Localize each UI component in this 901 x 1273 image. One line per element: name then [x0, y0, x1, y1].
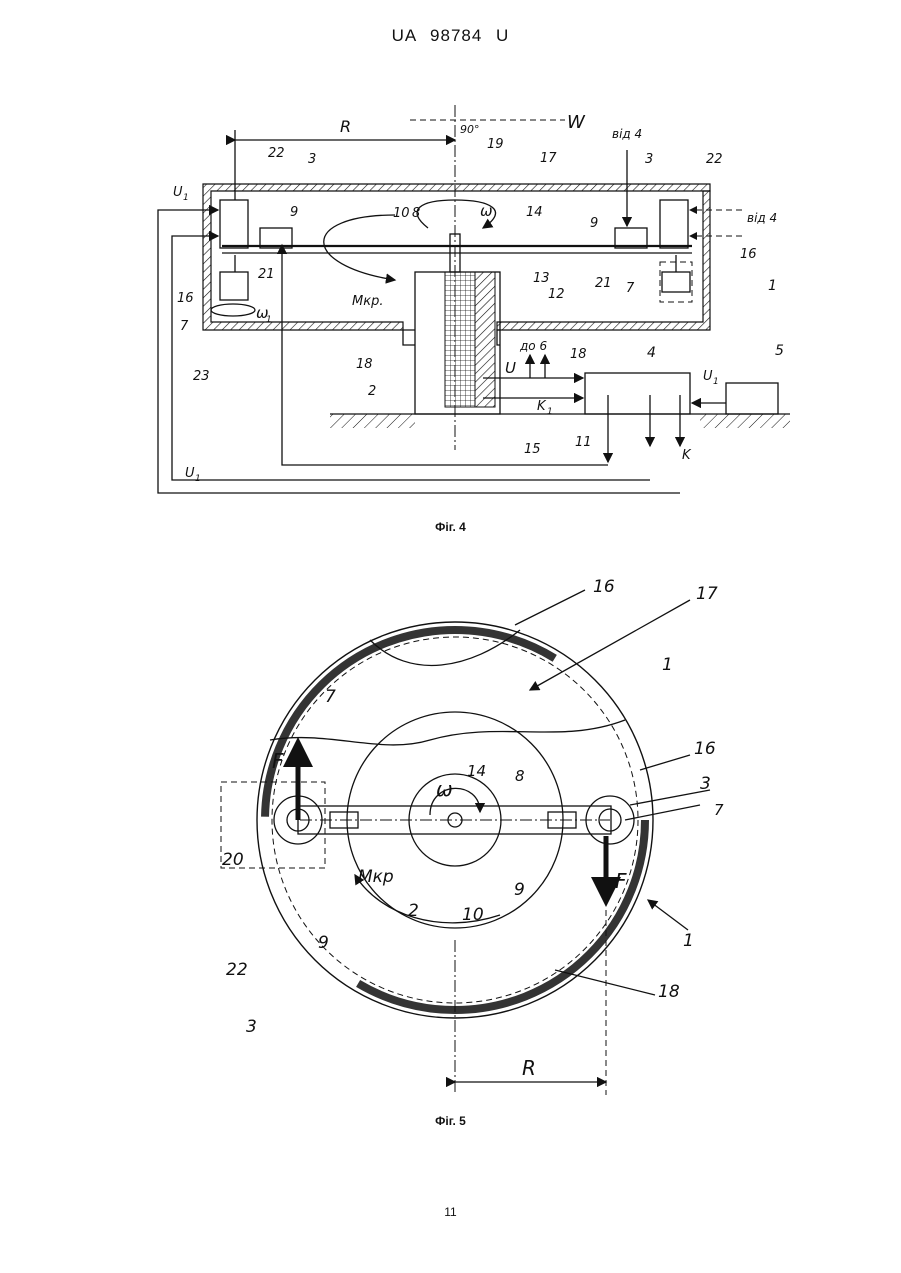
fig4-label-12: 12 — [548, 287, 565, 302]
fig4-label-W: W — [567, 112, 586, 133]
fig4-unit-7-right — [662, 272, 690, 292]
page-number: 11 — [0, 1205, 901, 1219]
fig4-box-5 — [726, 383, 778, 414]
fig4-omega1-ellipse — [211, 304, 255, 316]
fig4-flange-left — [403, 330, 415, 345]
fig4-label-8: 8 — [412, 206, 420, 221]
fig4-ground-hatch-right — [700, 414, 790, 428]
fig4-ground-hatch-left — [330, 414, 415, 428]
fig4-label-U1b: U — [703, 369, 713, 384]
fig4-label-2: 2 — [368, 384, 376, 399]
fig4-unit-3-left — [220, 200, 248, 248]
fig4-label-11: 11 — [575, 435, 592, 450]
fig4-label-22b: 22 — [706, 152, 723, 167]
fig5-leader-1b — [648, 900, 688, 930]
fig5-label-10: 10 — [462, 905, 484, 925]
fig4-label-U1a-sub: 1 — [183, 193, 189, 203]
fig5-label-3a: 3 — [700, 774, 711, 794]
fig4-label-R: R — [340, 117, 351, 136]
fig4-magnet-12 — [475, 272, 495, 407]
fig5-label-7a: 7 — [325, 687, 336, 707]
fig4-label-21b: 21 — [595, 276, 612, 291]
fig5-leader-3a — [630, 790, 710, 805]
fig4-drawing: R W 90° 19 17 22 22 3 3 9 9 10 8 ω 14 U … — [158, 105, 790, 493]
fig4-unit-3-right — [660, 200, 688, 248]
fig5-label-F-left: F — [272, 749, 284, 773]
fig4-label-vid4b: від 4 — [747, 211, 777, 225]
fig4-label-16a: 16 — [177, 291, 194, 306]
fig5-label-1a: 1 — [662, 655, 673, 675]
fig4-label-19: 19 — [487, 137, 504, 152]
fig4-label-17: 17 — [540, 151, 557, 166]
fig4-unit-7-left — [220, 272, 248, 300]
fig5-label-18: 18 — [658, 982, 680, 1002]
fig4-caption: Фіг. 4 — [0, 520, 901, 534]
fig4-label-U1c-sub: 1 — [195, 474, 201, 484]
fig4-label-16b: 16 — [740, 247, 757, 262]
fig4-label-K1: K — [537, 399, 547, 414]
fig4-label-vid4a: від 4 — [612, 127, 642, 141]
fig5-label-16a: 16 — [593, 577, 615, 597]
fig4-label-9a: 9 — [290, 205, 298, 220]
fig4-label-omega1-sub: 1 — [266, 315, 272, 325]
fig5-label-3b: 3 — [246, 1017, 257, 1037]
fig5-label-R: R — [522, 1056, 536, 1080]
fig5-label-F-right: F — [615, 869, 627, 893]
fig5-label-1b: 1 — [683, 931, 694, 951]
fig5-drawing: 16 17 1 7 16 F 14 ω 8 3 7 20 Мкр 2 10 9 … — [221, 577, 724, 1095]
fig5-label-22: 22 — [226, 960, 248, 980]
fig5-leader-7b — [625, 805, 700, 820]
fig5-label-8: 8 — [515, 767, 525, 785]
fig4-label-9b: 9 — [590, 216, 598, 231]
fig5-leader-16b — [640, 755, 690, 770]
fig4-label-3a: 3 — [308, 152, 316, 167]
fig4-label-18b: 18 — [570, 347, 587, 362]
fig5-label-Mkr: Мкр — [358, 867, 394, 887]
fig4-label-do6: до 6 — [519, 339, 547, 353]
fig4-label-22a: 22 — [268, 146, 285, 161]
fig5-label-omega: ω — [436, 777, 453, 801]
fig5-leader-16a — [515, 590, 585, 625]
fig4-label-U1b-sub: 1 — [713, 377, 719, 387]
fig4-label-10: 10 — [393, 206, 410, 221]
fig5-label-14: 14 — [467, 762, 486, 780]
fig5-label-16b: 16 — [694, 739, 716, 759]
fig4-box-4 — [585, 373, 690, 414]
fig4-label-7b: 7 — [626, 281, 635, 296]
fig4-label-K1-sub: 1 — [547, 407, 553, 417]
fig4-label-90: 90° — [460, 123, 480, 136]
fig4-label-13: 13 — [533, 271, 550, 286]
fig4-label-21a: 21 — [258, 267, 275, 282]
fig4-label-18a: 18 — [356, 357, 373, 372]
fig4-label-Mkr: Мкр. — [352, 294, 383, 309]
fig4-label-K: K — [682, 448, 692, 463]
fig4-Mkr-arrow — [324, 215, 395, 280]
fig4-label-15: 15 — [524, 442, 541, 457]
fig5-label-2: 2 — [408, 901, 419, 921]
fig4-coil-13 — [445, 272, 475, 407]
fig4-label-omega: ω — [480, 202, 493, 220]
fig5-caption: Фіг. 5 — [0, 1114, 901, 1128]
fig5-label-7b: 7 — [714, 801, 724, 819]
fig5-leader-18 — [555, 970, 655, 995]
fig4-label-3b: 3 — [645, 152, 653, 167]
fig5-label-20: 20 — [222, 850, 244, 870]
fig4-label-14: 14 — [526, 205, 543, 220]
fig4-label-1: 1 — [768, 278, 777, 294]
fig5-break-lower — [270, 720, 625, 745]
fig5-label-9a: 9 — [514, 880, 525, 900]
fig5-leader-17 — [530, 600, 690, 690]
fig4-label-U1a: U — [173, 185, 183, 200]
fig4-label-23: 23 — [193, 369, 210, 384]
fig4-label-5: 5 — [775, 343, 784, 359]
fig4-label-U: U — [505, 359, 516, 377]
fig4-label-U1c: U — [185, 466, 195, 481]
fig5-label-9b: 9 — [318, 933, 329, 953]
fig4-label-4: 4 — [647, 345, 656, 361]
fig5-label-17: 17 — [696, 584, 718, 604]
fig4-label-7a: 7 — [180, 319, 189, 334]
